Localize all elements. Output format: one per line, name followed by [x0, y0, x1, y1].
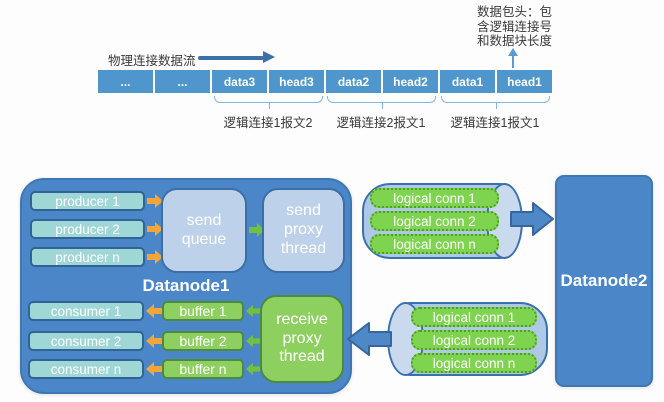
producer-box: producer n	[30, 247, 145, 267]
buffer-box: buffer 1	[162, 301, 244, 321]
big-arrow-left-icon	[346, 320, 392, 363]
consumer-box: consumer 2	[28, 331, 144, 351]
bracket-label: 逻辑连接2报文1	[336, 116, 426, 130]
bracket-label: 逻辑连接1报文2	[223, 116, 313, 130]
arrow-left-icon	[246, 362, 262, 376]
datanode2-title: Datanode2	[560, 271, 648, 290]
packet-segment-data2: data2	[326, 70, 381, 93]
arrow-right-icon	[147, 194, 163, 208]
producer-box: producer 1	[30, 191, 145, 211]
send-queue-box: send queue	[161, 188, 247, 273]
annotation-arrow-icon	[512, 55, 514, 68]
annotation-line: 和数据块长度	[477, 34, 553, 48]
arrow-left-icon	[246, 304, 262, 318]
packet-segment-head2: head2	[383, 70, 438, 93]
arrow-left-icon	[146, 362, 162, 376]
logical-conn-box: logical conn 2	[370, 211, 499, 231]
bracket-icon	[441, 96, 550, 109]
flow-direction-arrowhead-icon	[263, 51, 275, 63]
buffer-box: buffer 2	[162, 331, 244, 351]
datanode2-box: Datanode2	[555, 175, 653, 387]
annotation-line: 数据包头：包	[477, 5, 553, 19]
logical-conn-box: logical conn n	[370, 234, 499, 254]
arrow-left-icon	[246, 334, 262, 348]
datanode1-title: Datanode1	[142, 276, 230, 295]
arrow-left-icon	[146, 334, 162, 348]
packet-stream-bar: ... ... data3 head3 data2 head2 data1 he…	[98, 70, 552, 93]
receive-proxy-thread-box: receive proxy thread	[260, 295, 344, 383]
arrow-left-icon	[146, 304, 162, 318]
annotation-line: 含逻辑连接号	[477, 19, 553, 34]
flow-direction-arrow-icon	[198, 56, 264, 60]
packet-segment-head3: head3	[269, 70, 324, 93]
packet-segment-data3: data3	[212, 70, 267, 93]
big-arrow-right-icon	[510, 200, 555, 243]
inbound-pipe: logical conn 1 logical conn 2 logical co…	[387, 302, 548, 376]
physical-connection-flow-label: 物理连接数据流	[108, 54, 196, 68]
send-proxy-thread-box: send proxy thread	[262, 188, 345, 273]
packet-header-annotation: 数据包头：包 含逻辑连接号 和数据块长度	[477, 5, 552, 49]
buffer-box: buffer n	[162, 359, 244, 379]
producer-box: producer 2	[30, 219, 145, 239]
arrow-right-icon	[249, 223, 265, 237]
datanode1-box: producer 1 producer 2 producer n send qu…	[20, 178, 352, 394]
annotation-arrowhead-icon	[508, 48, 518, 56]
packet-segment-ellipsis: ...	[155, 70, 210, 93]
packet-segment-ellipsis: ...	[98, 70, 153, 93]
outbound-pipe: logical conn 1 logical conn 2 logical co…	[362, 183, 524, 259]
logical-conn-box: logical conn n	[411, 353, 537, 373]
packet-segment-head1: head1	[497, 70, 552, 93]
bracket-icon	[327, 96, 436, 109]
consumer-box: consumer 1	[28, 301, 144, 321]
arrow-right-icon	[147, 222, 163, 236]
logical-conn-box: logical conn 1	[411, 307, 537, 327]
bracket-icon	[214, 96, 323, 109]
consumer-box: consumer n	[28, 359, 144, 379]
logical-conn-box: logical conn 1	[370, 188, 499, 208]
bracket-label: 逻辑连接1报文1	[450, 116, 540, 130]
logical-conn-box: logical conn 2	[411, 330, 537, 350]
packet-segment-data1: data1	[440, 70, 495, 93]
arrow-right-icon	[147, 250, 163, 264]
